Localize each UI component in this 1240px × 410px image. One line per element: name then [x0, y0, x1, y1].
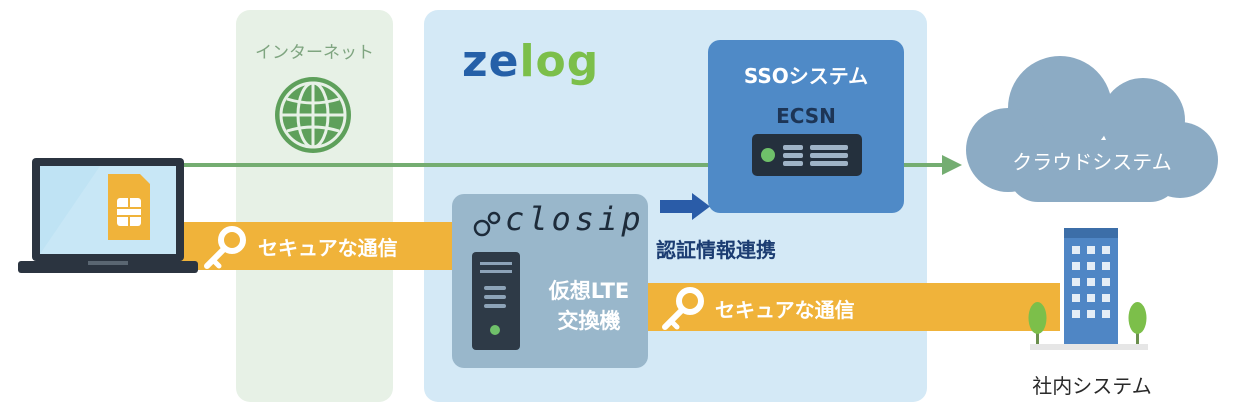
building-windows: [1072, 246, 1110, 318]
key-icon: [204, 226, 246, 269]
secure-comm-label-right: セキュアな通信: [715, 298, 855, 322]
closip-mark-icon: [473, 211, 501, 237]
cloud-icon: [966, 56, 1218, 202]
tree-icon: [1028, 302, 1047, 344]
key-icon: [662, 287, 704, 330]
server-icon: [472, 252, 520, 350]
server-icon: [752, 134, 862, 176]
office-system-label: 社内システム: [1032, 374, 1152, 398]
globe-icon: [275, 77, 351, 153]
zelog-logo-prefix: ze: [462, 36, 520, 87]
internet-label: インターネット: [255, 43, 374, 63]
virtual-lte-label: 仮想LTE 交換機: [548, 279, 630, 333]
secure-band-right: [645, 283, 1060, 331]
cloud-system-label: クラウドシステム: [1012, 150, 1172, 174]
sso-title: SSOシステム: [743, 64, 869, 88]
arrow-right-icon: [660, 193, 710, 220]
zelog-logo-suffix: log: [519, 36, 600, 87]
tree-icon: [1128, 302, 1147, 344]
closip-logo: closip: [505, 200, 645, 238]
auth-link-label: 認証情報連携: [656, 238, 776, 262]
internet-zone: [236, 10, 393, 402]
zelog-logo: zelog: [462, 40, 599, 84]
sim-card-icon: [108, 174, 150, 240]
ecsn-label: ECSN: [776, 104, 836, 128]
secure-comm-label-left: セキュアな通信: [258, 236, 398, 260]
